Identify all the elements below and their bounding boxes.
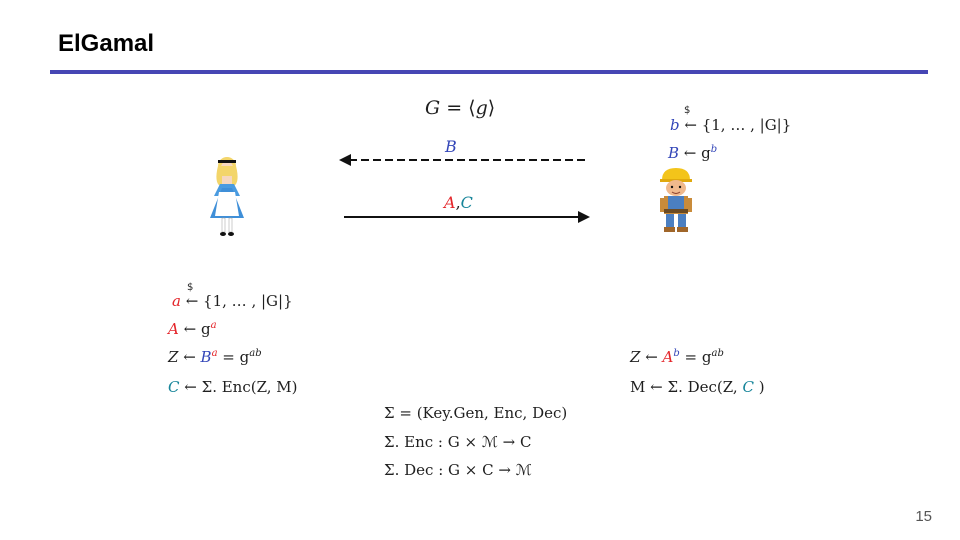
bob-shared-A: A	[662, 348, 674, 366]
group-eq: = ⟨	[440, 97, 476, 119]
bob-decrypt: M ← Σ. Dec(Z, C )	[630, 378, 765, 396]
alice-encrypt-rest: ← Σ. Enc(Z, M)	[179, 378, 298, 396]
message-AC-label: A,C	[444, 193, 473, 212]
alice-public-arrow: ← g	[178, 320, 211, 338]
arrow-to-bob	[344, 211, 590, 223]
generator-symbol: g	[475, 97, 488, 119]
bob-secret-range: ← {1, … , |G|}	[679, 116, 792, 134]
alice-encrypt: C ← Σ. Enc(Z, M)	[168, 378, 298, 396]
bob-builder-figure-icon	[660, 168, 692, 232]
alice-shared-exp2: ab	[249, 348, 262, 359]
bob-secret-sampling: b ← {1, … , |G|}	[670, 116, 791, 134]
alice-random-marker: $	[187, 282, 194, 293]
bob-shared-exp1: b	[673, 348, 680, 359]
scheme-definition: Σ = (Key.Gen, Enc, Dec)	[384, 404, 568, 422]
alice-shared-key: Z ← Ba = gab	[168, 348, 262, 366]
bob-shared-exp2: ab	[711, 348, 724, 359]
bob-shared-mid: = g	[679, 348, 712, 366]
message-B-label: B	[445, 137, 457, 156]
alice-secret-sampling: a ← {1, … , |G|}	[172, 292, 293, 310]
alice-public-key: A ← ga	[168, 320, 217, 338]
arrow-to-alice	[339, 154, 587, 166]
message-sep: ,	[455, 193, 461, 212]
bob-decrypt-pre: M ← Σ. Dec(Z,	[630, 378, 743, 396]
alice-shared-Z: Z ←	[168, 348, 201, 366]
alice-secret-var: a	[172, 292, 181, 310]
bob-public-exp: b	[710, 144, 718, 155]
bob-decrypt-post: )	[753, 378, 765, 396]
alice-shared-B: B	[200, 348, 212, 366]
alice-public-exp: a	[210, 320, 217, 331]
bob-shared-key: Z ← Ab = gab	[630, 348, 724, 366]
group-symbol: G	[425, 97, 441, 119]
scheme-dec-signature: Σ. Dec : G × C → ℳ	[384, 461, 532, 479]
bob-shared-Z: Z ←	[630, 348, 663, 366]
bob-public-key: B ← gb	[668, 144, 717, 162]
message-C: C	[460, 193, 473, 212]
page-number: 15	[915, 508, 932, 525]
bob-public-var: B	[668, 144, 680, 162]
scheme-enc-signature: Σ. Enc : G × ℳ → C	[384, 433, 532, 451]
bob-decrypt-C: C	[742, 378, 754, 396]
title-rule	[50, 70, 928, 74]
alice-public-var: A	[168, 320, 179, 338]
bob-secret-var: b	[670, 116, 680, 134]
message-A: A	[444, 193, 456, 212]
alice-secret-range: ← {1, … , |G|}	[180, 292, 293, 310]
slide-title: ElGamal	[58, 30, 155, 57]
group-definition: G = ⟨g⟩	[425, 97, 495, 119]
alice-cipher-var: C	[168, 378, 180, 396]
group-close: ⟩	[487, 97, 496, 119]
alice-shared-mid: = g	[217, 348, 250, 366]
bob-random-marker: $	[684, 105, 691, 116]
bob-public-arrow: ← g	[679, 144, 711, 162]
alice-shared-exp1: a	[211, 348, 218, 359]
alice-figure-icon	[210, 157, 244, 236]
